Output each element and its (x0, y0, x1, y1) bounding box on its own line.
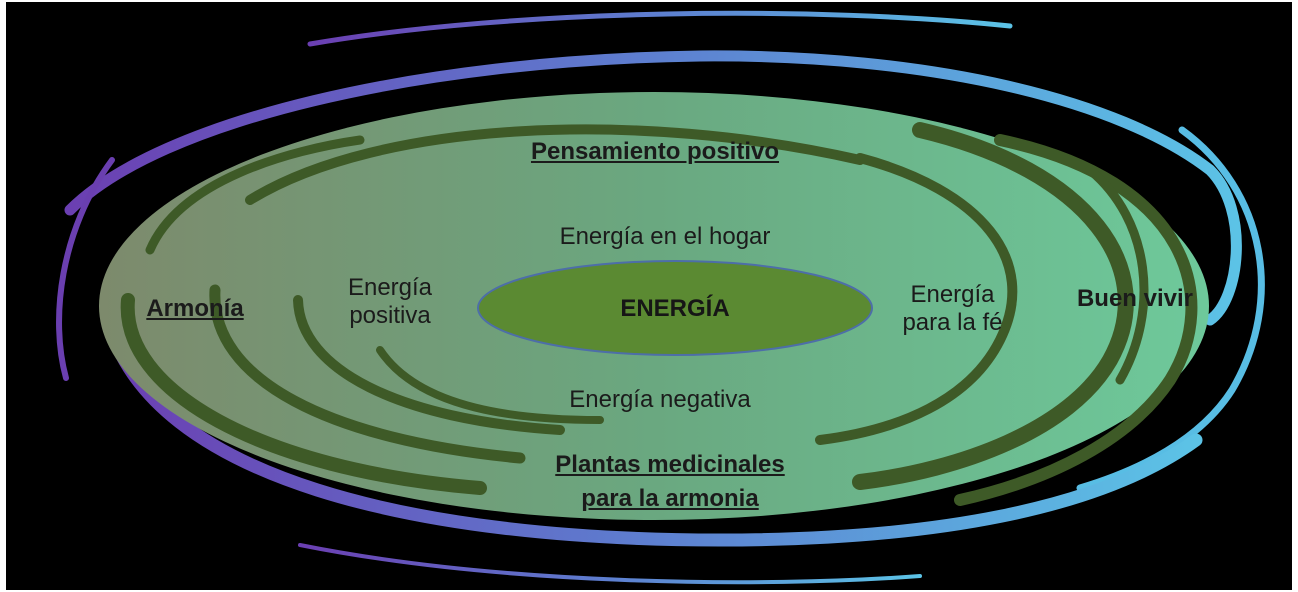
label-armonia: Armonía (146, 295, 244, 322)
label-plantas-medicinales-line1: Plantas medicinales (555, 451, 785, 478)
label-plantas-medicinales-line2: para la armonia (581, 485, 759, 513)
label-energia-negativa: Energía negativa (569, 386, 751, 413)
label-energia-para-la-fe-line1: Energía (910, 281, 995, 308)
label-energia-en-el-hogar: Energía en el hogar (559, 223, 771, 250)
label-energia-positiva: Energía positiva (300, 274, 480, 331)
outer-swirl-ring-top (307, 10, 1013, 47)
outer-swirl-ring-far-right (1076, 126, 1265, 492)
label-buen-vivir: Buen vivir (1076, 285, 1194, 312)
label-pensamiento-positivo: Pensamiento positivo (530, 138, 780, 165)
outer-swirl-ring-lowest (298, 543, 922, 585)
center-ellipse (477, 260, 873, 356)
inner-swirl-arms (120, 122, 1198, 506)
label-energia-para-la-fe: Energía para la fé (865, 281, 1040, 338)
outer-swirl-ring-upper (64, 50, 1242, 326)
label-energia-positiva-line2: positiva (349, 302, 431, 330)
label-energia-para-la-fe-line2: para la fé (902, 309, 1003, 337)
outer-swirl-ring-left (56, 157, 115, 381)
label-center-energia: ENERGÍA (620, 295, 730, 322)
outer-swirl-ring-bottom (101, 313, 1203, 547)
label-plantas-medicinales: Plantas medicinales para la armonia (470, 451, 870, 514)
label-energia-positiva-line1: Energía (347, 274, 433, 301)
